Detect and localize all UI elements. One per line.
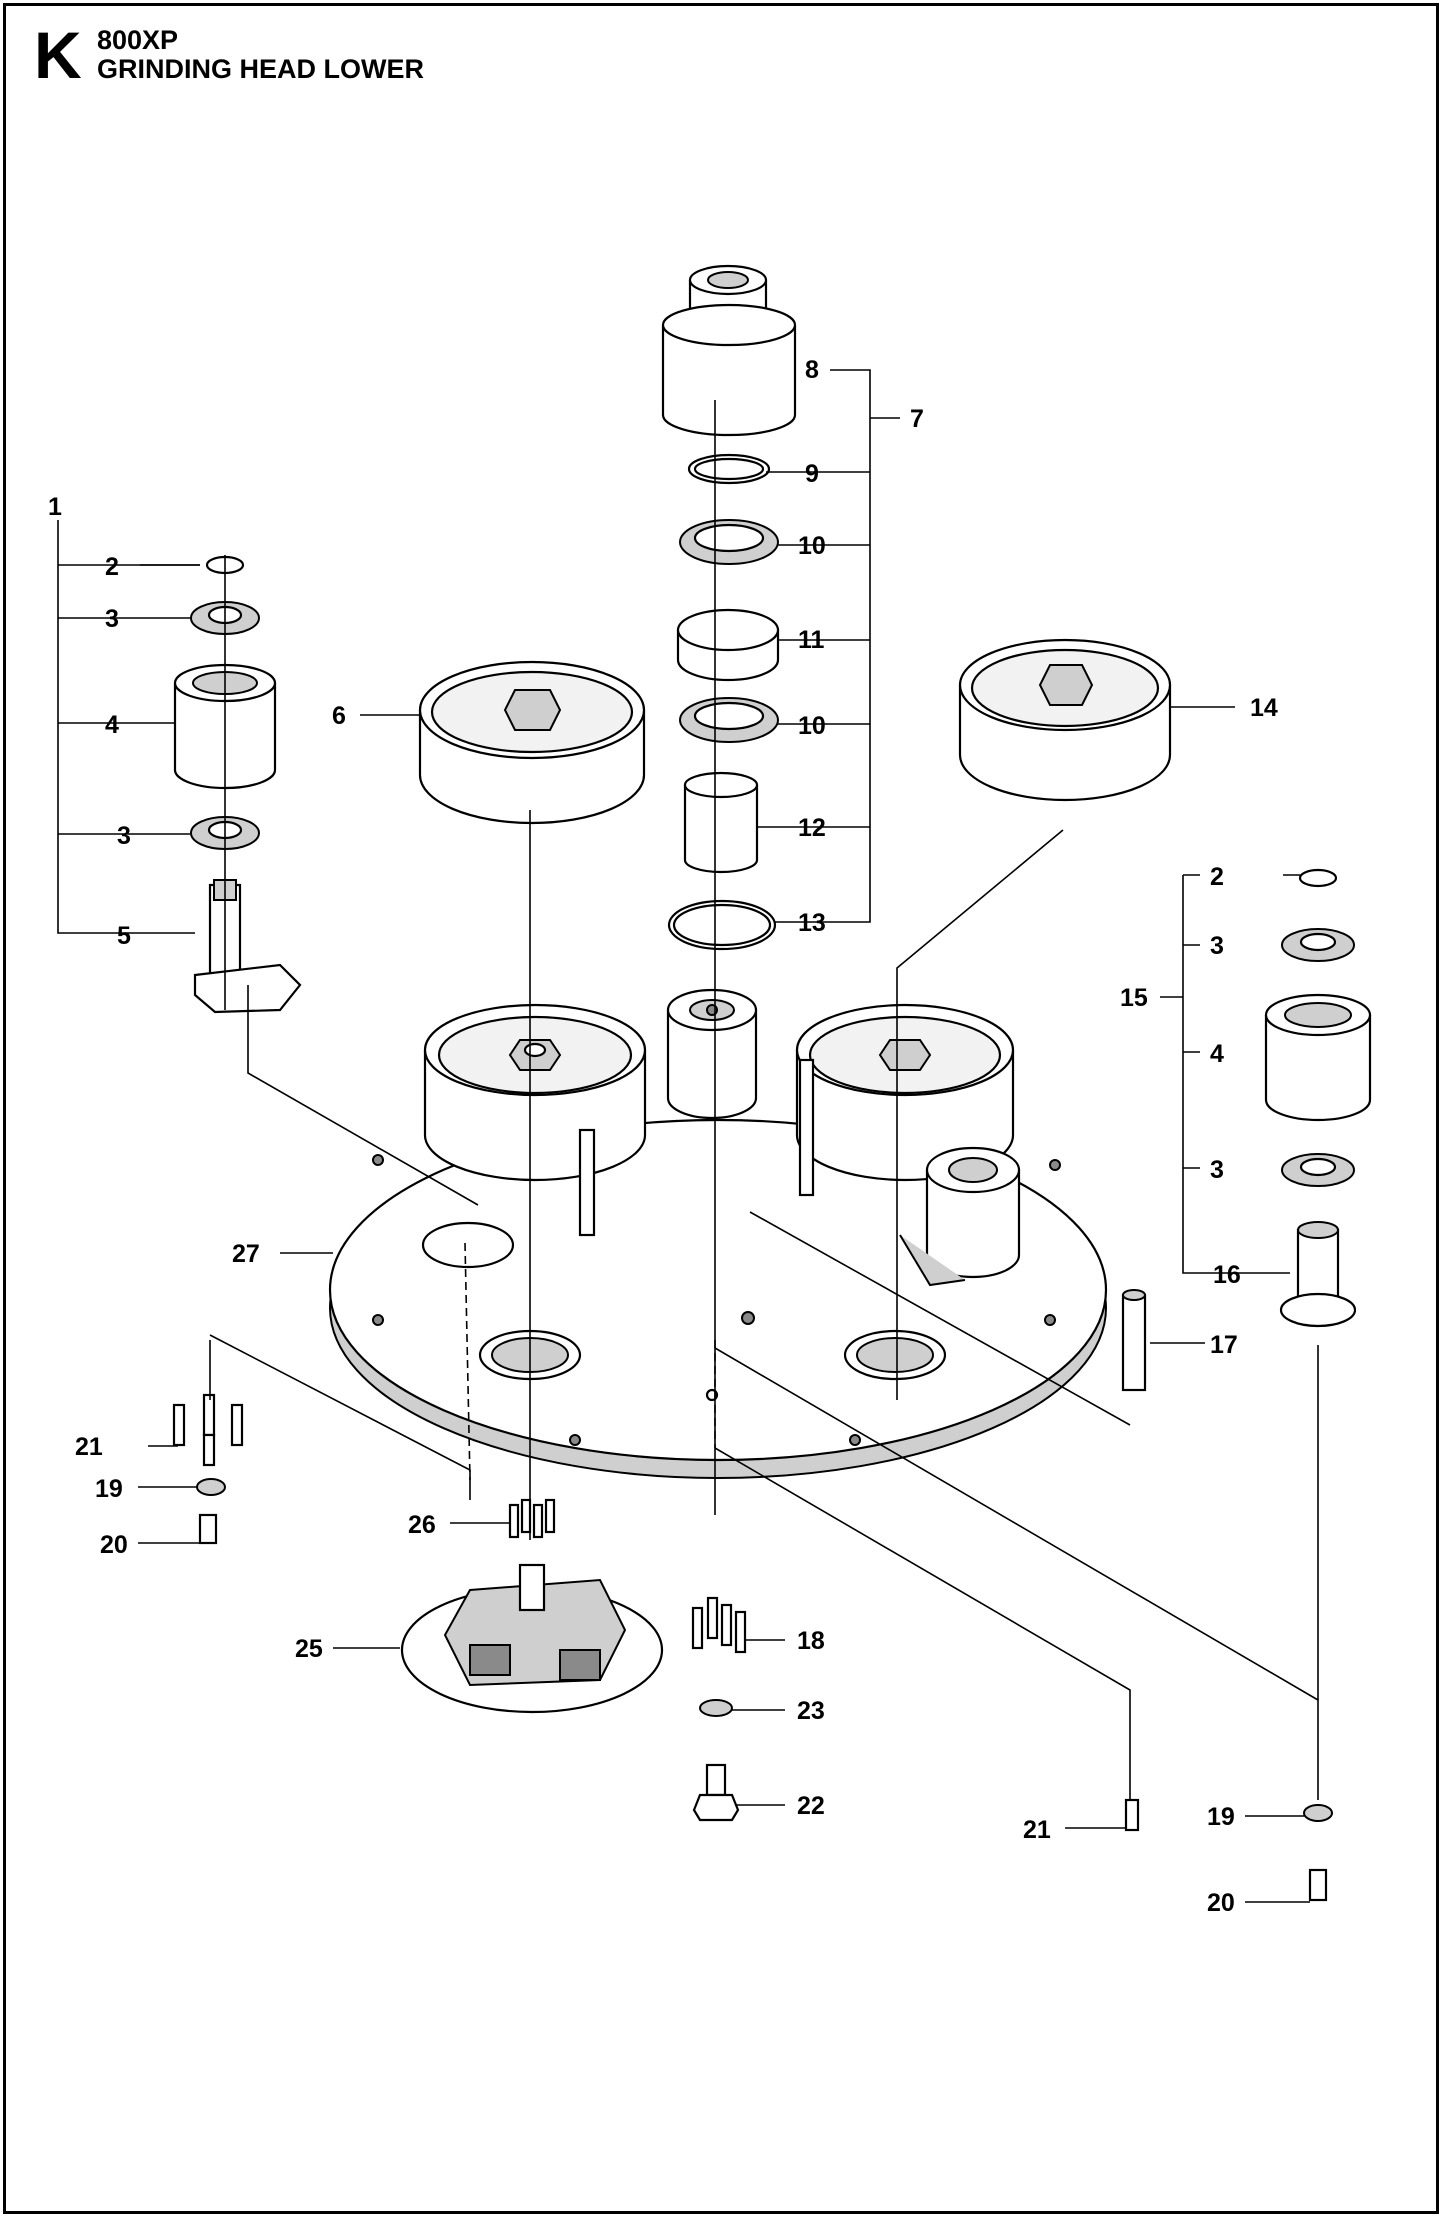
bolt-20-left: [198, 1513, 218, 1545]
base-plate: [328, 1118, 1108, 1479]
callout-21-left: 21: [75, 1433, 103, 1461]
center-idler-on-plate: [666, 988, 758, 1120]
tensioner-roller: [899, 1146, 1021, 1287]
callout-1: 1: [48, 493, 62, 521]
right-bearing-assembly: [1264, 868, 1372, 1328]
callout-10-top: 10: [798, 532, 826, 560]
callout-17: 17: [1210, 1331, 1238, 1359]
callout-2-right: 2: [1210, 863, 1224, 891]
callout-8: 8: [805, 356, 819, 384]
callout-9: 9: [805, 460, 819, 488]
callout-3-right-bottom: 3: [1210, 1156, 1224, 1184]
callout-18: 18: [797, 1627, 825, 1655]
callout-20-right: 20: [1207, 1889, 1235, 1917]
callout-4-left: 4: [105, 711, 119, 739]
callout-19-right: 19: [1207, 1803, 1235, 1831]
model-name: 800XP: [97, 25, 179, 55]
callout-19-left: 19: [95, 1475, 123, 1503]
callout-11: 11: [798, 626, 825, 654]
bolt-group-18: [691, 1596, 747, 1654]
callout-26: 26: [408, 1511, 436, 1539]
callout-7: 7: [910, 405, 924, 433]
section-letter: K: [34, 18, 82, 92]
callout-21-right: 21: [1023, 1816, 1051, 1844]
bolt-22: [692, 1763, 740, 1822]
callout-20-left: 20: [100, 1531, 128, 1559]
callout-15: 15: [1120, 984, 1148, 1012]
pulley-right-on-plate: [795, 1003, 1015, 1197]
callout-22: 22: [797, 1792, 825, 1820]
leader-lines: [57, 369, 1319, 1903]
washer-19-left: [196, 1478, 226, 1496]
pulley-left-on-plate: [423, 1003, 647, 1237]
callout-2-left: 2: [105, 553, 119, 581]
callout-3-right-top: 3: [1210, 932, 1224, 960]
pin-group-26: [508, 1498, 556, 1539]
washer-19-right: [1303, 1804, 1333, 1822]
callout-10-bottom: 10: [798, 712, 826, 740]
callout-6: 6: [332, 702, 346, 730]
callout-12: 12: [798, 814, 826, 842]
callout-14: 14: [1250, 694, 1278, 722]
bolt-group-21-left: [172, 1393, 244, 1467]
pin-17: [1121, 1289, 1147, 1392]
callout-5: 5: [117, 922, 131, 950]
callout-27: 27: [232, 1240, 260, 1268]
callout-13: 13: [798, 909, 826, 937]
pulley-14: [958, 638, 1172, 802]
callout-23: 23: [797, 1697, 825, 1725]
callout-25: 25: [295, 1635, 323, 1663]
callout-3-left-top: 3: [105, 605, 119, 633]
callout-4-right: 4: [1210, 1040, 1224, 1068]
callout-3-left-bottom: 3: [117, 822, 131, 850]
drawing-frame: [3, 3, 1439, 2214]
left-bearing-assembly: [173, 555, 302, 1014]
pulley-6: [418, 660, 646, 825]
bolt-20-right: [1308, 1868, 1328, 1902]
diagram-title: GRINDING HEAD LOWER: [97, 54, 424, 84]
callout-16: 16: [1213, 1261, 1241, 1289]
lower-carrier-plate: [400, 1563, 664, 1714]
callout-labels: 1 2 3 4 3 5 6 7 8 9 10 11 10 12 13 14 2 …: [48, 356, 1278, 1917]
center-shaft-stack: [661, 264, 797, 1515]
washer-23: [699, 1699, 733, 1717]
bolt-21-right: [1124, 1798, 1140, 1832]
